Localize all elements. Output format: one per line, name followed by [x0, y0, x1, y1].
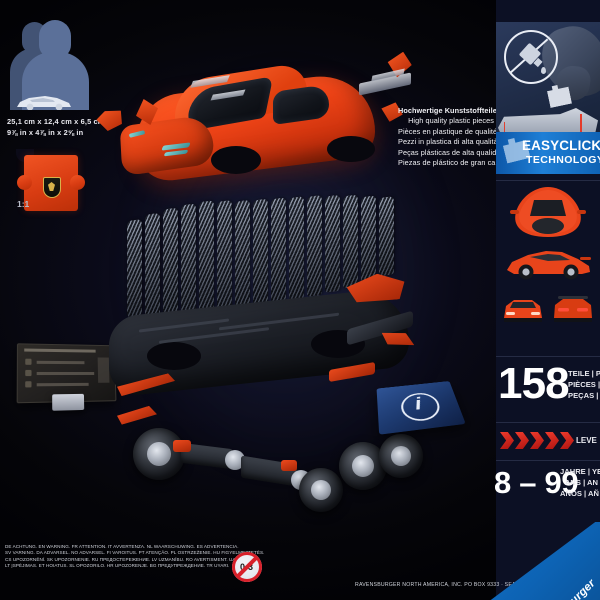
- chassis-base: [99, 280, 419, 400]
- booklet-icon-3: [25, 381, 32, 388]
- age-restriction-icon: 0-3: [232, 552, 262, 582]
- booklet-line-3: [36, 382, 89, 386]
- age-label-line-1: JAHRE | YEAR: [560, 467, 600, 476]
- quality-text-de: Hochwertige Kunststoffteile: [398, 106, 497, 115]
- age-label-line-2: ANS | AN: [564, 478, 598, 488]
- quality-text-block: Hochwertige Kunststoffteile High quality…: [398, 106, 512, 168]
- no-glue-icon: [504, 30, 558, 84]
- panel-divider-1: [496, 180, 600, 181]
- piece-label-line-3: PEÇAS | PIEZA: [568, 391, 600, 401]
- sample-puzzle-piece: 1:1: [16, 149, 88, 215]
- lamborghini-shield-icon: [43, 177, 61, 198]
- level-arrow-5: [560, 432, 574, 449]
- booklet-line-1: [36, 360, 85, 364]
- quality-text-it: Pezzi in plastica di alta qualità: [398, 137, 498, 147]
- panel-divider-4: [496, 460, 600, 461]
- age-range-block: 8 – 99 JAHRE | YEAR ANS | AN AÑOS | AÑ: [494, 462, 600, 518]
- hub-rear-left: [311, 480, 331, 500]
- fin-14: [361, 195, 376, 284]
- car-view-front: [500, 292, 546, 324]
- puzzle-piece-knob-left: [17, 175, 32, 190]
- axle-and-wheel-assembly: [103, 384, 423, 534]
- scale-reference-silhouette: [6, 18, 110, 110]
- car-view-top: [504, 186, 592, 238]
- booklet-icon-1: [25, 358, 32, 365]
- company-address: RAVENSBURGER NORTH AMERICA, INC. PO BOX …: [355, 582, 575, 588]
- piece-count-number: 158: [498, 359, 570, 408]
- body-fragment-a: [95, 107, 126, 133]
- model-dimensions: 25,1 cm x 12,4 cm x 6,5 cm 9⅞ in x 4⅞ in…: [7, 116, 112, 138]
- right-info-panel: EASYCLICK TECHNOLOGY: [494, 0, 600, 600]
- easyclick-red-guide-line-vertical: [580, 114, 582, 148]
- fin-13: [343, 194, 358, 289]
- level-arrows: [500, 432, 574, 449]
- red-axle-cap-2: [173, 440, 191, 452]
- exploded-model-illustration: [95, 44, 425, 544]
- warning-line-1: DE ACHTUNG. EN WARNING. FR ATTENTION. IT…: [5, 544, 239, 549]
- booklet-icon-2: [25, 369, 32, 377]
- silhouette-front-head: [39, 20, 71, 58]
- dimensions-imperial: 9⅞ in x 4⅞ in x 2⅝ in: [7, 128, 84, 137]
- scale-label: 1:1: [17, 199, 30, 209]
- rear-wheel-arch: [327, 136, 375, 162]
- warning-line-4: LT ĮSPĖJIMAS. ET HOIATUS. SL OPOZORILO. …: [5, 563, 230, 569]
- fin-15: [379, 196, 394, 277]
- age-label-line-3: AÑOS | AÑ: [560, 489, 599, 499]
- silhouette-car-icon: [15, 93, 73, 110]
- piece-label-line-2: PIÈCES | PEZ: [568, 380, 600, 390]
- level-arrow-4: [545, 432, 559, 449]
- glue-drop-icon: [541, 67, 546, 74]
- level-arrow-3: [530, 432, 544, 449]
- age-range-labels: JAHRE | YEAR ANS | AN AÑOS | AÑ: [560, 466, 600, 500]
- piece-label-line-1: TEILE | PIECES: [568, 369, 600, 378]
- easyclick-subtitle: TECHNOLOGY: [526, 154, 600, 166]
- hub-front-left: [147, 442, 171, 466]
- piece-count-block: 158 TEILE | PIECES PIÈCES | PEZ PEÇAS | …: [496, 358, 600, 420]
- car-views-gallery: [496, 182, 600, 350]
- warning-line-3: CS UPOZORNĚNÍ. SK UPOZORNENIE. RU ПРЕДОС…: [5, 556, 253, 562]
- red-axle-cap-1: [117, 404, 157, 425]
- level-arrow-1: [500, 432, 514, 449]
- difficulty-level-block: LEVE: [496, 424, 600, 460]
- car-view-rear: [550, 292, 596, 324]
- age-range-value: 8 – 99: [494, 465, 579, 500]
- car-body-shell: [115, 58, 395, 193]
- car-view-side: [504, 246, 592, 280]
- easyclick-label-band: EASYCLICK TECHNOLOGY: [496, 132, 600, 174]
- booklet-base-pad: [52, 393, 85, 411]
- hub-rear-right: [352, 455, 374, 477]
- hub-front-right: [391, 446, 411, 466]
- fin-12: [325, 194, 340, 293]
- ravensburger-logo: Ravensburger: [488, 522, 600, 600]
- hub-joint-1: [225, 450, 245, 470]
- quality-text-fr: Pièces en plastique de qualité: [398, 126, 498, 136]
- piece-count-labels: TEILE | PIECES PIÈCES | PEZ PEÇAS | PIEZ…: [568, 368, 600, 402]
- level-arrow-2: [515, 432, 529, 449]
- left-info-column: 25,1 cm x 12,4 cm x 6,5 cm 9⅞ in x 4⅞ in…: [0, 18, 112, 513]
- easyclick-badge: EASYCLICK TECHNOLOGY: [496, 22, 600, 174]
- red-axle-cap-3: [281, 460, 297, 471]
- age-restriction-text: 0-3: [240, 562, 254, 572]
- chassis-front-wheel-cutout: [147, 342, 201, 370]
- level-label: LEVE: [576, 436, 597, 445]
- booklet-title-bar: [24, 348, 96, 353]
- booklet-line-2: [36, 371, 95, 375]
- dimensions-metric: 25,1 cm x 12,4 cm x 6,5 cm: [7, 117, 105, 126]
- puzzle-piece-knob-right: [70, 175, 85, 190]
- quality-text-es: Piezas de plástico de gran calidad: [398, 158, 512, 168]
- quality-text-en: High quality plastic pieces: [408, 116, 494, 126]
- easyclick-title: EASYCLICK: [522, 138, 600, 153]
- multilingual-warning-text: DE ACHTUNG. EN WARNING. FR ATTENTION. IT…: [5, 544, 335, 570]
- panel-divider-2: [496, 356, 600, 357]
- panel-divider-3: [496, 422, 600, 423]
- quality-text-pt: Peças plásticas de alta qualidade: [398, 147, 509, 157]
- warning-line-2: SV VARNING. DA ADVARSEL. NO ADVARSEL. FI…: [5, 550, 265, 556]
- front-wheel-arch: [211, 146, 261, 174]
- bottom-legal-bar: DE ACHTUNG. EN WARNING. FR ATTENTION. IT…: [0, 522, 600, 600]
